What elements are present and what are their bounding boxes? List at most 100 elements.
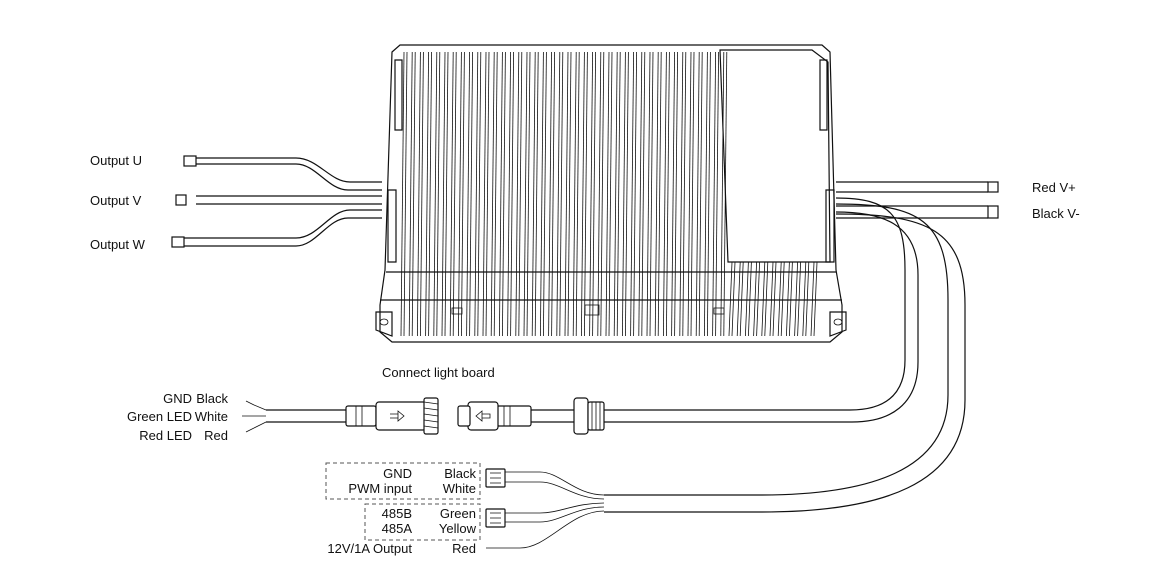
heatsink-fin [444,51,449,337]
heatsink-fin [507,51,511,337]
heatsink-fin [510,51,514,337]
heatsink-fin [687,51,692,337]
heatsink-fin [715,51,719,337]
heatsink-fin [605,51,610,337]
heatsink-fin [559,51,564,337]
controller-body [375,44,847,343]
heatsink-fin [630,51,634,337]
light-black-wire-label: Black [196,391,228,406]
heatsink-fin [756,261,760,337]
heatsink-fin [674,51,678,337]
heatsink-fin [616,51,621,337]
heatsink-fin [556,51,561,337]
heatsink-fin [502,51,506,337]
pwm-gnd-label: GND [383,466,412,481]
heatsink-fin [477,51,482,337]
power-cables [836,181,999,219]
heatsink-fin [461,51,465,337]
output-w-label: Output W [90,237,146,252]
heatsink-fin [597,51,602,337]
heatsink-fin [679,51,684,337]
heatsink-fin [403,51,408,337]
heatsink-fin [698,51,703,337]
heatsink-fin [731,261,736,337]
heatsink-fin [428,51,432,337]
heatsink-fin [531,51,536,337]
heatsink-fin [736,261,741,337]
heatsink-fin [482,51,487,337]
heatsink-fin [663,51,667,337]
heatsink-fin [469,51,473,337]
pwm-white-wire-label: White [443,481,476,496]
heatsink-fin [592,51,596,337]
heatsink-fin [564,51,569,337]
heatsink-fin [739,261,744,337]
heatsink-fin [613,51,618,337]
heatsink-fin [646,51,651,337]
heatsink-fin [704,51,708,337]
heatsink-fin [772,261,777,337]
light-white-wire-label: White [195,409,228,424]
heatsink-fin [548,51,552,337]
heatsink-fin [728,261,733,337]
heatsink-fin [433,51,438,337]
heatsink-fin [425,51,429,337]
heatsink-fin [420,51,424,337]
heatsink-fin [777,261,782,337]
heatsink-fin [534,51,539,337]
heatsink-fin [682,51,687,337]
heatsink-fin [551,51,555,337]
heatsink-fin [720,51,725,337]
heatsink-fin [657,51,662,337]
light-board-connector [242,397,605,435]
heatsink-fin [723,51,728,337]
heatsink-fin [690,51,695,337]
heatsink-fin [518,51,523,337]
heatsink-fin [543,51,547,337]
heatsink-fin [567,51,572,337]
heatsink-fin [786,261,790,337]
light-green-led-label: Green LED [127,409,192,424]
heatsink-fin [789,261,793,337]
heatsink-fin [638,51,643,337]
heatsink-fin [761,261,766,337]
heatsink-fin [707,51,711,337]
heatsink-fin [458,51,462,337]
output-v-label: Output V [90,193,142,208]
heatsink-fin [695,51,700,337]
heatsink-fin [608,51,613,337]
power-positive-label: Red V+ [1032,180,1076,195]
heatsink-fin [712,51,716,337]
heatsink-fin [633,51,637,337]
heatsink-fin [493,51,498,337]
heatsink-fin [449,51,454,337]
rs485-green-wire-label: Green [440,506,476,521]
heatsink-fin [805,261,810,337]
rs485-yellow-wire-label: Yellow [439,521,477,536]
aux-red-wire-label: Red [452,541,476,556]
heatsink-fin [813,261,818,337]
heatsink-fin [452,51,457,337]
control-leads [325,462,605,549]
signal-cables [604,197,966,513]
heatsink-fin [515,51,520,337]
heatsink-fin [794,261,798,337]
heatsink-fin [769,261,774,337]
heatsink-fin [753,261,757,337]
heatsink-fin [745,261,749,337]
heatsink-fin [671,51,675,337]
pwm-black-wire-label: Black [444,466,476,481]
rs485-b-label: 485B [382,506,412,521]
heatsink-fin [526,51,531,337]
heatsink-fin [572,51,577,337]
heatsink-fin [780,261,785,337]
heatsink-fin [625,51,629,337]
heatsink-fin [466,51,470,337]
heatsink-fin [490,51,495,337]
heatsink-fin [649,51,654,337]
pwm-input-label: PWM input [348,481,412,496]
heatsink-fin [411,51,416,337]
heatsink-fin [641,51,646,337]
heatsink-fin [589,51,593,337]
heatsink-fin [441,51,446,337]
